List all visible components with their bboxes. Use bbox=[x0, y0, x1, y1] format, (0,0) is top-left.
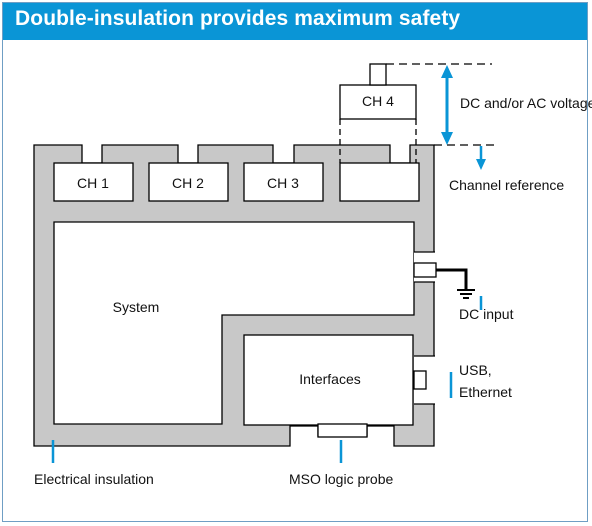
ch1-box bbox=[53, 162, 134, 202]
ground-icon bbox=[457, 289, 475, 299]
channel-reference-arrow-head bbox=[476, 159, 486, 170]
ch3-box bbox=[243, 162, 324, 202]
diagram-title: Double-insulation provides maximum safet… bbox=[15, 7, 461, 30]
ch4-dashed-link bbox=[339, 119, 417, 163]
channel-reference-label: Channel reference bbox=[449, 177, 564, 193]
usb-label: USB, bbox=[459, 362, 492, 378]
ch4-connector bbox=[369, 63, 387, 86]
mso-probe-connector bbox=[317, 423, 368, 438]
voltage-arrow-down-head bbox=[441, 132, 453, 145]
ch2-label: CH 2 bbox=[172, 175, 204, 191]
dc-input-label: DC input bbox=[459, 306, 514, 322]
ch2-box bbox=[148, 162, 229, 202]
mso-probe-label: MSO logic probe bbox=[289, 471, 393, 487]
ethernet-label: Ethernet bbox=[459, 384, 512, 400]
header-bar: Double-insulation provides maximum safet… bbox=[3, 3, 587, 40]
ch4-box bbox=[339, 84, 417, 120]
interfaces-block bbox=[243, 334, 414, 426]
voltage-label: DC and/or AC voltage bbox=[460, 95, 592, 111]
ch4-slot bbox=[339, 162, 420, 202]
usb-connector bbox=[413, 370, 427, 390]
ch4-label: CH 4 bbox=[362, 93, 394, 109]
system-block bbox=[53, 221, 415, 425]
electrical-insulation-label: Electrical insulation bbox=[34, 471, 154, 487]
voltage-arrow-up-head bbox=[441, 65, 453, 78]
dc-input-connector bbox=[413, 262, 437, 278]
ch1-label: CH 1 bbox=[77, 175, 109, 191]
ground-wire bbox=[436, 268, 468, 290]
system-label: System bbox=[113, 299, 160, 315]
interfaces-label: Interfaces bbox=[299, 371, 360, 387]
ch3-label: CH 3 bbox=[267, 175, 299, 191]
